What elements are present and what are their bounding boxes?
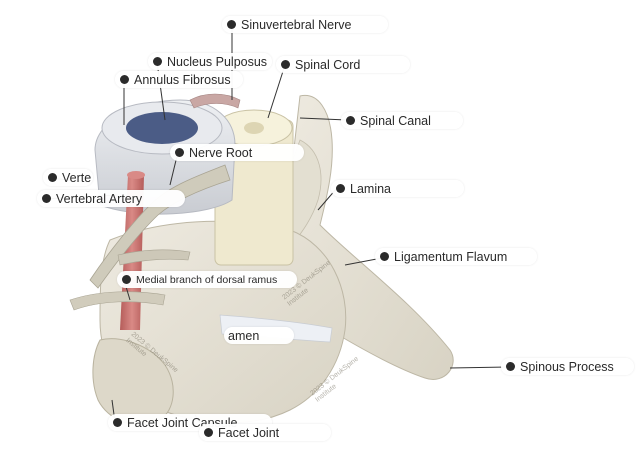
bullet-icon <box>122 275 131 284</box>
bullet-icon <box>506 362 515 371</box>
label-sinuvertebral-nerve: Sinuvertebral Nerve <box>222 16 388 33</box>
label-lamina: Lamina <box>331 180 464 197</box>
bullet-icon <box>42 194 51 203</box>
bullet-icon <box>48 173 57 182</box>
label-ligamentum-flavum: Ligamentum Flavum <box>375 248 537 265</box>
nucleus-pulposus-shape <box>126 112 198 144</box>
label-annulus-fibrosus: Annulus Fibrosus <box>115 71 243 88</box>
label-spinal-canal: Spinal Canal <box>341 112 463 129</box>
label-nerve-root: Nerve Root <box>170 144 304 161</box>
label-medial-branch-dorsal-ramus: Medial branch of dorsal ramus <box>117 271 297 288</box>
label-foramen-partial: amen <box>224 327 294 344</box>
label-vertebral-body-partial: Verte <box>43 169 93 186</box>
bullet-icon <box>346 116 355 125</box>
bullet-icon <box>175 148 184 157</box>
sinuvertebral-nerve-shape <box>189 93 241 109</box>
label-spinal-cord: Spinal Cord <box>276 56 410 73</box>
bullet-icon <box>120 75 129 84</box>
bullet-icon <box>153 57 162 66</box>
bullet-icon <box>204 428 213 437</box>
bullet-icon <box>336 184 345 193</box>
bullet-icon <box>113 418 122 427</box>
dorsal-ramus-shape <box>69 291 166 311</box>
medial-branch-shape <box>117 249 191 266</box>
label-spinous-process: Spinous Process <box>501 358 634 375</box>
label-vertebral-artery: Vertebral Artery <box>37 190 185 207</box>
bullet-icon <box>380 252 389 261</box>
bullet-icon <box>227 20 236 29</box>
label-nucleus-pulposus: Nucleus Pulposus <box>148 53 272 70</box>
bullet-icon <box>281 60 290 69</box>
label-facet-joint: Facet Joint <box>199 424 331 441</box>
